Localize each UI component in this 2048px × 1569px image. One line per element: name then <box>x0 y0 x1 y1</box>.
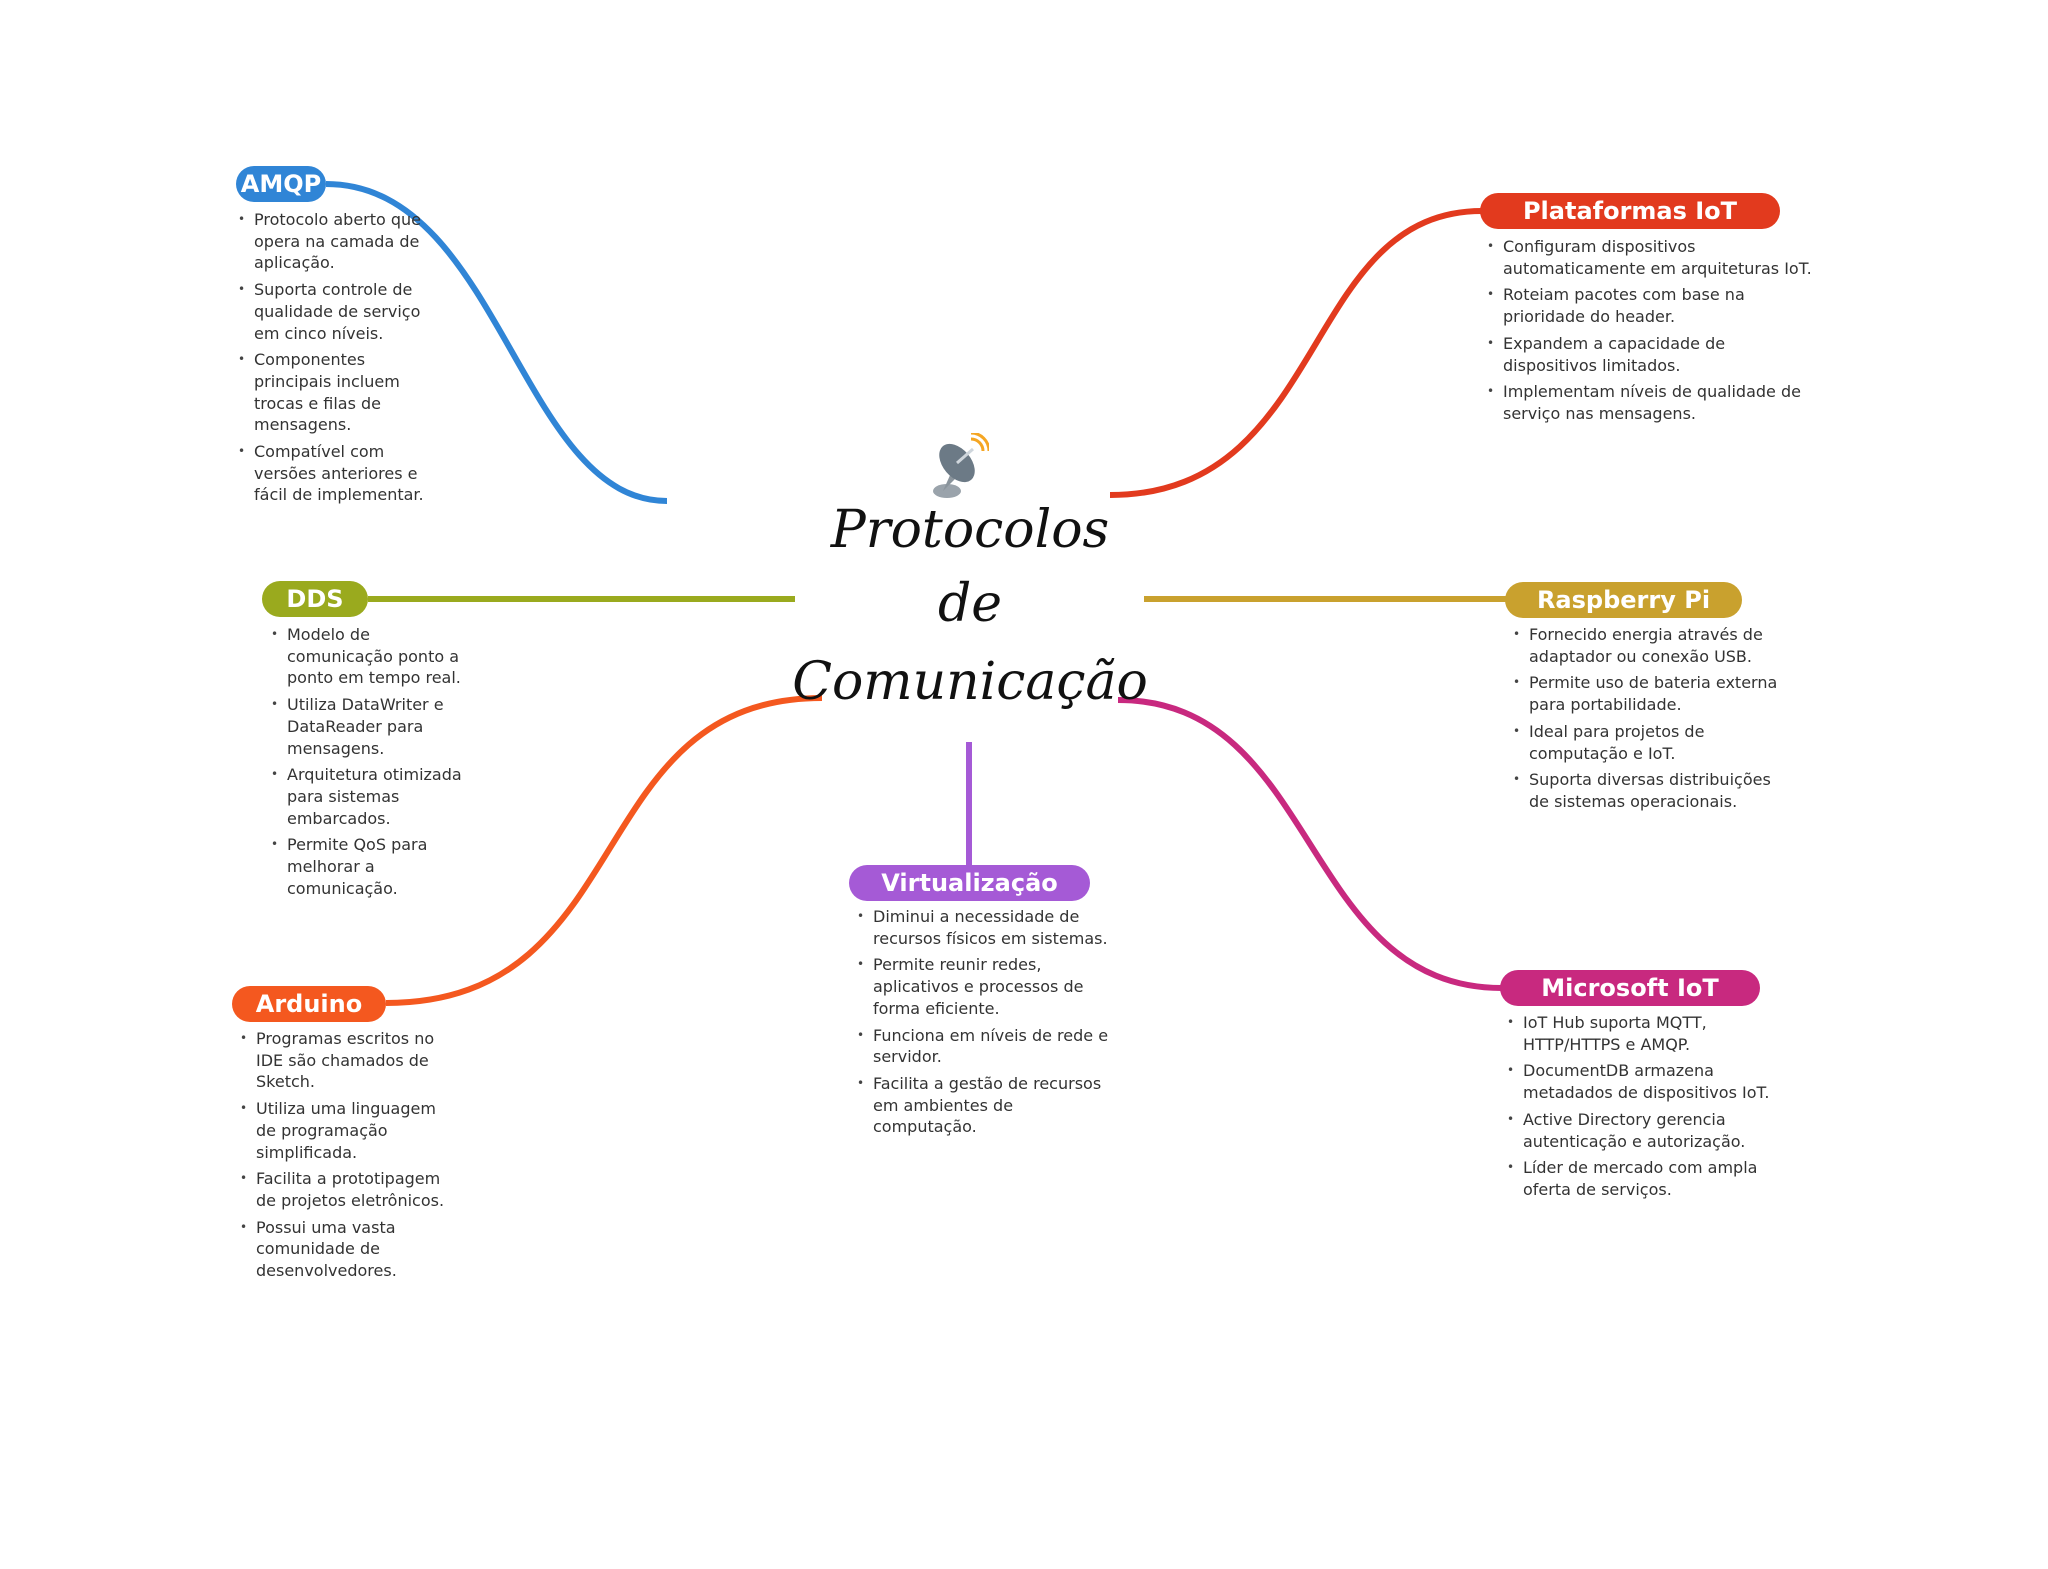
central-title-line-3: Comunicação <box>792 652 1148 712</box>
microsoft-notes: IoT Hub suporta MQTT, HTTP/HTTPS e AMQP.… <box>1507 1012 1801 1206</box>
list-item: Roteiam pacotes com base na prioridade d… <box>1487 284 1818 327</box>
list-item: DocumentDB armazena metadados de disposi… <box>1507 1060 1801 1103</box>
list-item: Possui uma vasta comunidade de desenvolv… <box>240 1217 456 1282</box>
satellite-antenna-icon <box>933 433 989 498</box>
plataformas-notes: Configuram dispositivos automaticamente … <box>1487 236 1818 430</box>
list-item: Programas escritos no IDE são chamados d… <box>240 1028 456 1093</box>
virtualizacao-notes: Diminui a necessidade de recursos físico… <box>857 906 1113 1143</box>
list-item: Facilita a gestão de recursos em ambient… <box>857 1073 1113 1138</box>
list-item: Protocolo aberto que opera na camada de … <box>238 209 426 274</box>
arduino-notes: Programas escritos no IDE são chamados d… <box>240 1028 456 1287</box>
topic-plataformas-iot[interactable]: Plataformas IoT <box>1480 193 1780 229</box>
list-item: Utiliza uma linguagem de programação sim… <box>240 1098 456 1163</box>
list-item: IoT Hub suporta MQTT, HTTP/HTTPS e AMQP. <box>1507 1012 1801 1055</box>
list-item: Arquitetura otimizada para sistemas emba… <box>271 764 472 829</box>
list-item: Fornecido energia através de adaptador o… <box>1513 624 1787 667</box>
list-item: Funciona em níveis de rede e servidor. <box>857 1025 1113 1068</box>
topic-arduino[interactable]: Arduino <box>232 986 386 1022</box>
list-item: Facilita a prototipagem de projetos elet… <box>240 1168 456 1211</box>
list-item: Permite reunir redes, aplicativos e proc… <box>857 954 1113 1019</box>
list-item: Diminui a necessidade de recursos físico… <box>857 906 1113 949</box>
list-item: Compatível com versões anteriores e fáci… <box>238 441 426 506</box>
list-item: Modelo de comunicação ponto a ponto em t… <box>271 624 472 689</box>
amqp-notes: Protocolo aberto que opera na camada de … <box>238 209 426 511</box>
connector-plataformas <box>1109 208 1483 498</box>
list-item: Expandem a capacidade de dispositivos li… <box>1487 333 1818 376</box>
raspberry-notes: Fornecido energia através de adaptador o… <box>1513 624 1787 818</box>
central-title-line-1: Protocolos <box>830 500 1110 560</box>
list-item: Permite QoS para melhorar a comunicação. <box>271 834 472 899</box>
topic-microsoft-iot[interactable]: Microsoft IoT <box>1500 970 1760 1006</box>
topic-amqp[interactable]: AMQP <box>236 166 326 202</box>
list-item: Active Directory gerencia autenticação e… <box>1507 1109 1801 1152</box>
list-item: Ideal para projetos de computação e IoT. <box>1513 721 1787 764</box>
topic-virtualizacao[interactable]: Virtualização <box>849 865 1090 901</box>
topic-dds[interactable]: DDS <box>262 581 368 617</box>
list-item: Permite uso de bateria externa para port… <box>1513 672 1787 715</box>
central-title-line-2: de <box>937 574 1003 634</box>
list-item: Líder de mercado com ampla oferta de ser… <box>1507 1157 1801 1200</box>
list-item: Implementam níveis de qualidade de servi… <box>1487 381 1818 424</box>
topic-raspberry-pi[interactable]: Raspberry Pi <box>1505 582 1742 618</box>
list-item: Componentes principais incluem trocas e … <box>238 349 426 436</box>
list-item: Suporta controle de qualidade de serviço… <box>238 279 426 344</box>
dds-notes: Modelo de comunicação ponto a ponto em t… <box>271 624 472 904</box>
list-item: Suporta diversas distribuições de sistem… <box>1513 769 1787 812</box>
connector-arduino <box>385 695 823 1006</box>
list-item: Utiliza DataWriter e DataReader para men… <box>271 694 472 759</box>
list-item: Configuram dispositivos automaticamente … <box>1487 236 1818 279</box>
connector-microsoft <box>1117 697 1503 991</box>
connector-amqp <box>325 181 668 504</box>
